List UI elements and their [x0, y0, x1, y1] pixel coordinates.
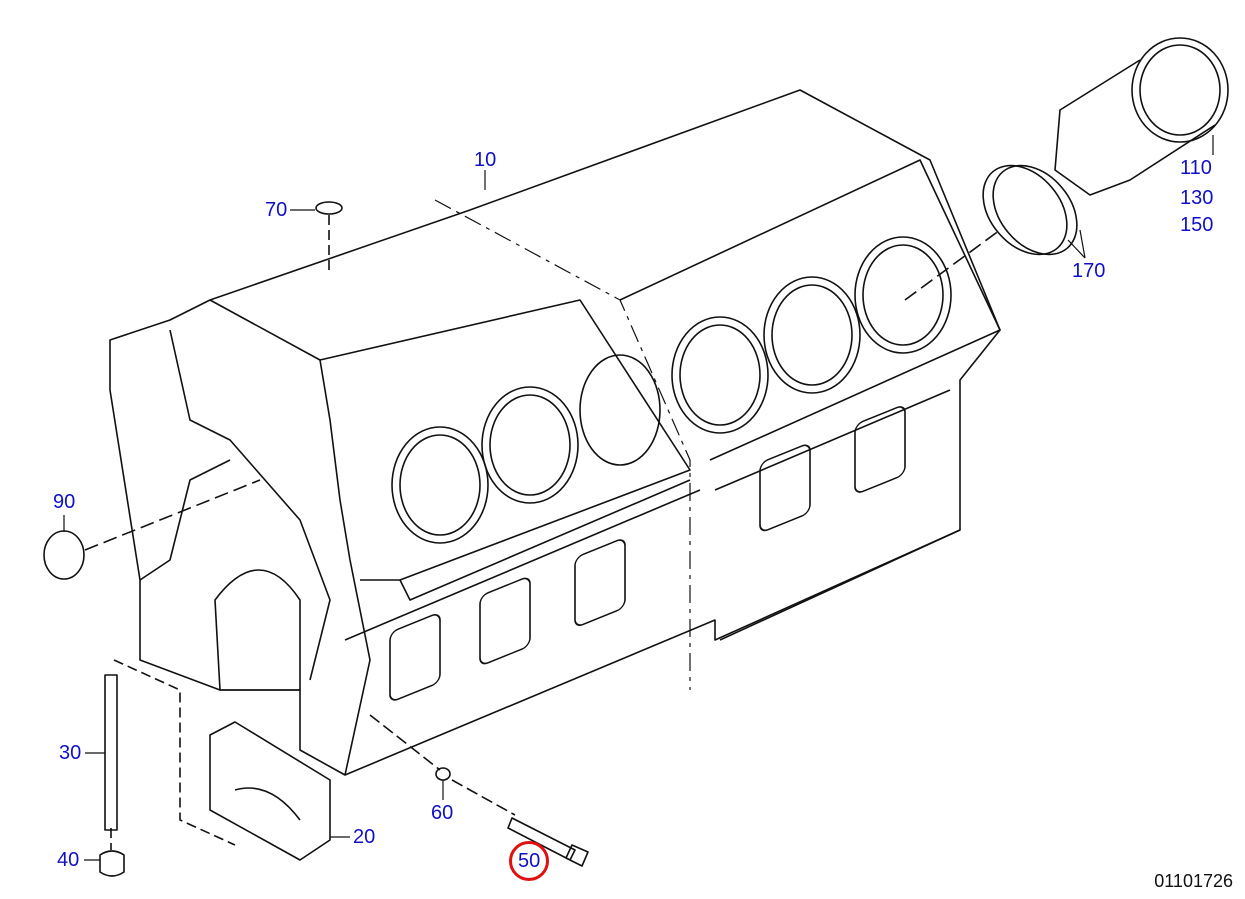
cylinder-liner [904, 37, 1229, 301]
callout-130[interactable]: 130 [1180, 187, 1214, 209]
bolt [507, 817, 589, 867]
stud [104, 674, 118, 831]
sealing-ring [43, 530, 85, 580]
engine-block [109, 89, 1001, 776]
callout-60[interactable]: 60 [431, 802, 454, 824]
callout-20[interactable]: 20 [353, 826, 376, 848]
drawing-number: 01101726 [1154, 871, 1233, 891]
callout-10[interactable]: 10 [474, 149, 497, 171]
callout-110[interactable]: 110 [1180, 157, 1212, 179]
callout-170[interactable]: 170 [1072, 260, 1106, 282]
callout-50[interactable]: 50 [518, 850, 541, 872]
callout-40[interactable]: 40 [57, 849, 80, 871]
callout-150[interactable]: 150 [1180, 214, 1214, 236]
main-bearing-cap [209, 721, 331, 861]
highlight-circle [509, 841, 549, 881]
callout-30[interactable]: 30 [59, 742, 82, 764]
callout-70[interactable]: 70 [265, 199, 288, 221]
washer [435, 767, 451, 781]
plug [315, 201, 343, 215]
callout-90[interactable]: 90 [53, 491, 76, 513]
nut [99, 850, 125, 877]
